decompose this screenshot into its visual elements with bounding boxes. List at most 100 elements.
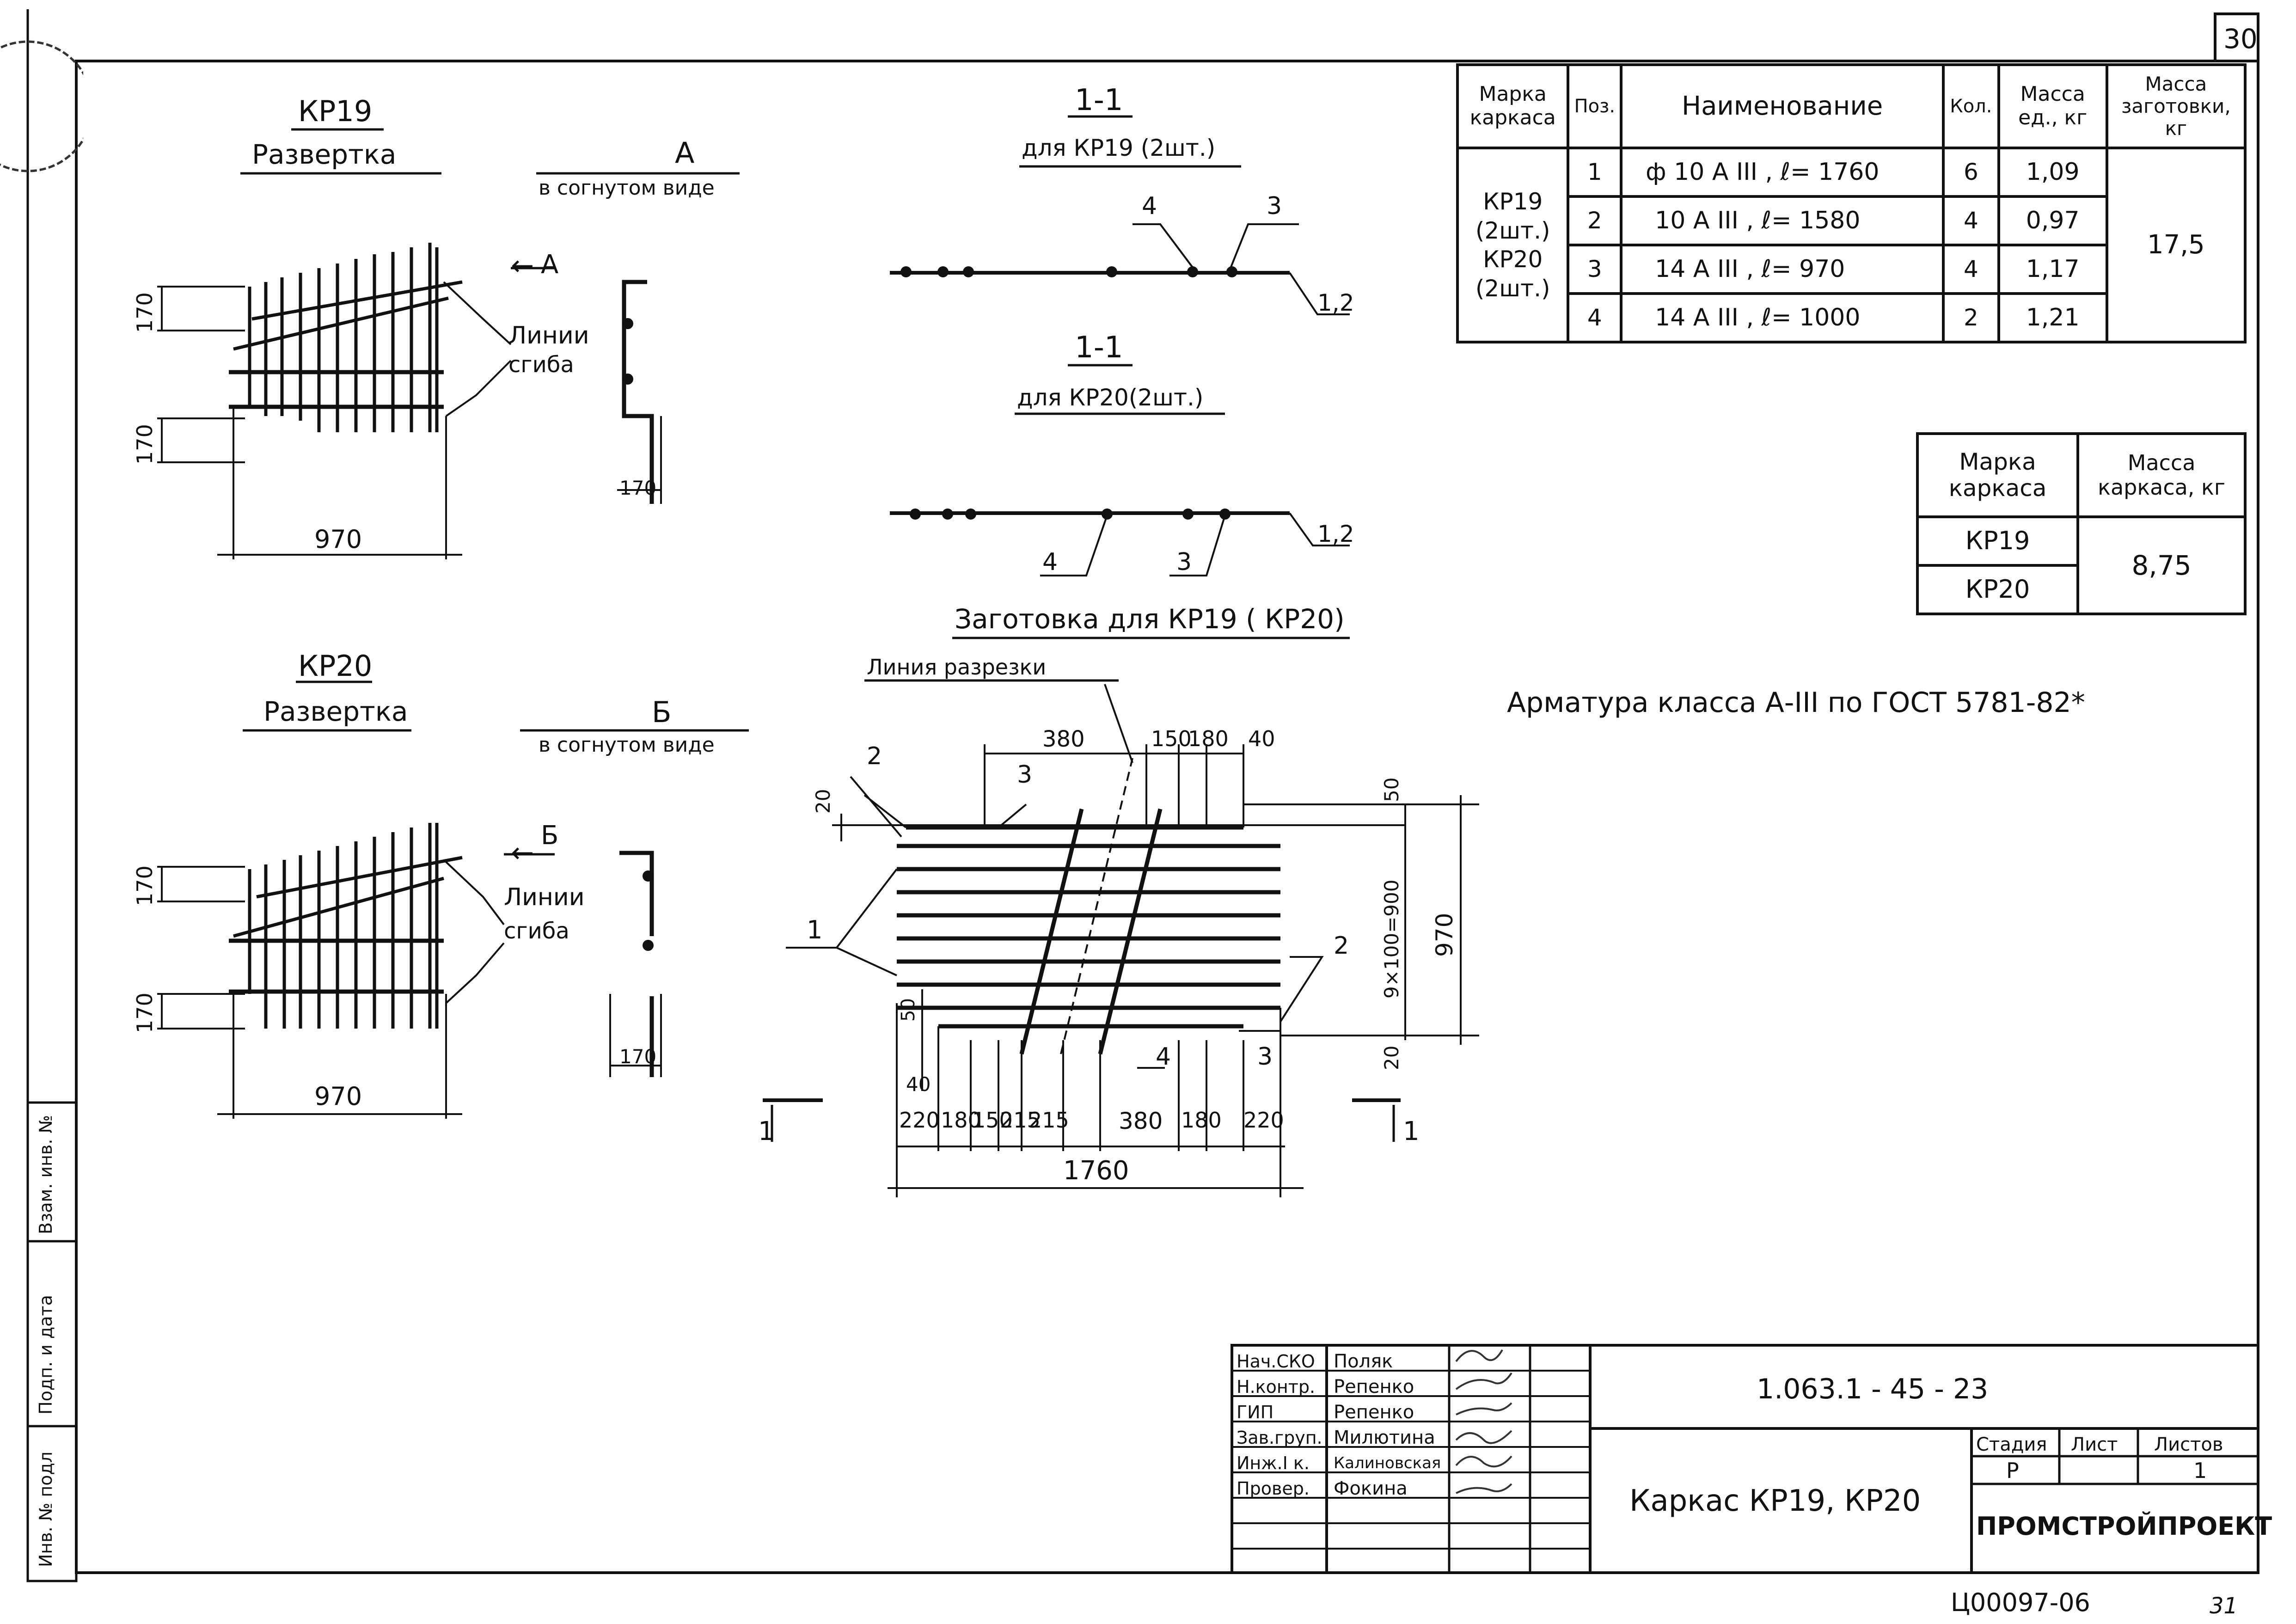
blank-bottom-dim-5: 215 (1029, 1108, 1069, 1133)
name-1: Поляк (1334, 1351, 1393, 1372)
mass-header-mass: Масса каркаса, кг (2076, 432, 2247, 518)
section-kp20-callout-3: 3 (1176, 548, 1192, 576)
kp20-title: КР20 (298, 649, 373, 683)
kp19-view-letter: А (675, 136, 695, 170)
section-kp20-callout-4: 4 (1042, 548, 1058, 576)
spec-header-pos: Поз. (1567, 63, 1623, 149)
mass-row-kp20: КР20 (1916, 564, 2080, 615)
spec-header-qty: Кол. (1942, 63, 2000, 149)
drawing-title: Каркас КР19, КР20 (1629, 1484, 1921, 1518)
kp20-view-arrow: ← (511, 837, 534, 869)
document-code: 1.063.1 - 45 - 23 (1757, 1373, 1989, 1405)
blank-bottom-dim-3: 150 (972, 1108, 1013, 1133)
spec-row-1-qty: 6 (1942, 147, 2000, 198)
spec-row-4-name: 14 А ІІІ , ℓ= 1000 (1620, 292, 1945, 343)
kp19-bend-label-1: Линии (508, 322, 589, 349)
spec-row-3-mass: 1,17 (1997, 244, 2108, 295)
blank-title: Заготовка для КР19 ( КР20) (955, 603, 1345, 635)
section-kp19-title: 1-1 (1075, 83, 1123, 117)
spec-row-3-qty: 4 (1942, 244, 2000, 295)
spec-mark-line-4: (2шт.) (1475, 275, 1550, 302)
spec-row-2-name: 10 А ІІІ , ℓ= 1580 (1620, 195, 1945, 246)
kp19-razvertka: Развертка (252, 139, 397, 170)
role-4: Зав.груп. (1237, 1428, 1322, 1448)
blank-top-dim-40: 40 (1248, 726, 1275, 751)
blank-pos-4: 4 (1156, 1043, 1171, 1071)
kp20-dim-view-170: 170 (619, 1045, 657, 1068)
blank-pos-3-top: 3 (1017, 761, 1033, 789)
signatures (1455, 1349, 1512, 1494)
spec-row-4-pos: 4 (1567, 292, 1623, 343)
blank-bottom-dim-6: 380 (1119, 1108, 1163, 1134)
blank-drawing (763, 637, 1479, 1197)
kp19-dim-970: 970 (314, 525, 362, 554)
role-5: Инж.І к. (1237, 1453, 1310, 1473)
section-kp20-callout-12: 1,2 (1317, 521, 1354, 547)
name-2: Репенко (1334, 1376, 1414, 1397)
blank-pos-1: 1 (807, 915, 823, 944)
kp19-view-arrow: ← (511, 250, 534, 282)
spec-row-1-mass: 1,09 (1997, 147, 2108, 198)
kp19-bend-label-2: сгиба (508, 352, 574, 378)
role-1: Нач.СКО (1237, 1351, 1315, 1372)
spec-row-2-pos: 2 (1567, 195, 1623, 246)
kp19-view-arrow-letter: А (541, 250, 559, 280)
title-block-lines (1231, 1344, 2259, 1574)
kp19-title: КР19 (298, 94, 373, 128)
mass-header-mark: Марка каркаса (1916, 432, 2080, 518)
name-6: Фокина (1334, 1478, 1408, 1499)
title-block-roles: Нач.СКО Н.контр. ГИП Зав.груп. Инж.І к. … (1237, 1349, 1322, 1501)
blank-bottom-dim-8: 220 (1243, 1108, 1284, 1133)
sheets-value: 1 (2193, 1458, 2207, 1483)
side-stamp-sign-date: Подп. и дата (36, 1295, 56, 1415)
blank-dim-50-left: 50 (898, 998, 919, 1022)
kp20-bend-label-1: Линии (504, 883, 585, 911)
name-3: Репенко (1334, 1402, 1414, 1423)
section-kp20-caption: для КР20(2шт.) (1017, 384, 1204, 411)
side-stamp-inv-replace: Взам. инв. № (36, 1115, 56, 1234)
stage-header: Стадия (1976, 1434, 2047, 1455)
blank-section-mark-right: 1 (1403, 1116, 1420, 1146)
round-stamp (0, 40, 83, 172)
name-5: Калиновская (1334, 1454, 1441, 1472)
spec-row-1-pos: 1 (1567, 147, 1623, 198)
kp19-dim-view-170: 170 (619, 477, 657, 499)
spec-row-3-name: 14 А ІІІ , ℓ= 970 (1620, 244, 1945, 295)
blank-dim-40-left: 40 (906, 1073, 931, 1096)
kp19-development (157, 128, 740, 559)
blank-bottom-dim-2: 180 (941, 1108, 981, 1133)
bottom-code: Ц00097-06 (1951, 1588, 2090, 1617)
sheets-header: Листов (2154, 1434, 2223, 1455)
section-kp19-callout-12: 1,2 (1317, 289, 1354, 316)
spec-row-1-name: ф 10 А ІІІ , ℓ= 1760 (1620, 147, 1945, 198)
blank-bottom-dim-4: 215 (1000, 1108, 1041, 1133)
blank-top-dim-180: 180 (1188, 726, 1229, 751)
blank-dim-970: 970 (1431, 913, 1458, 957)
section-kp19-callout-4: 4 (1142, 192, 1157, 220)
spec-header-name: Наименование (1620, 63, 1945, 149)
name-4: Милютина (1334, 1427, 1435, 1448)
kp20-razvertka: Развертка (263, 696, 408, 727)
blank-bottom-dim-7: 180 (1181, 1108, 1222, 1133)
kp20-view-letter: Б (652, 695, 672, 729)
role-6: Провер. (1237, 1478, 1310, 1499)
spec-table: Марка каркаса Поз. Наименование Кол. Мас… (1456, 63, 2247, 343)
title-block-names: Поляк Репенко Репенко Милютина Калиновск… (1334, 1349, 1441, 1501)
bottom-page: 31 (2210, 1593, 2238, 1619)
organization: ПРОМСТРОЙПРОЕКТ (1976, 1512, 2272, 1541)
spec-header-mark: Марка каркаса (1456, 63, 1570, 149)
mass-table: Марка каркаса Масса каркаса, кг КР19 8,7… (1916, 432, 2247, 615)
blank-dim-20-top: 20 (812, 789, 834, 814)
blank-dim-20-right: 20 (1380, 1045, 1403, 1070)
spec-blank-mass: 17,5 (2105, 147, 2247, 343)
blank-top-dim-380: 380 (1042, 726, 1085, 752)
kp20-dim-170-bot: 170 (132, 993, 157, 1033)
spec-mark-line-1: КР19 (1483, 188, 1543, 215)
kp19-dim-170-bot: 170 (132, 424, 157, 465)
kp20-dim-170-top: 170 (132, 865, 157, 906)
kp19-dim-170-top: 170 (132, 292, 157, 333)
blank-pos-2-right: 2 (1334, 932, 1349, 960)
kp20-bend-label-2: сгиба (504, 918, 569, 944)
spec-row-4-mass: 1,21 (1997, 292, 2108, 343)
